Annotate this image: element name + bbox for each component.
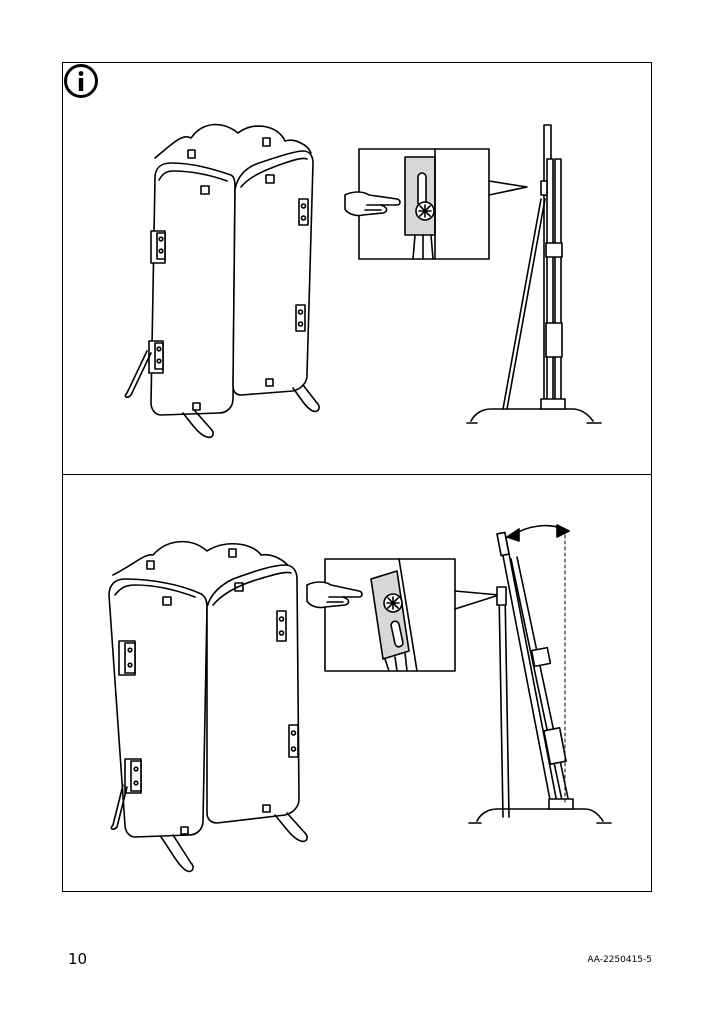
instruction-panel-bottom	[62, 474, 652, 892]
document-code: AA-2250415-5	[587, 955, 652, 965]
page-number: 10	[68, 950, 88, 968]
folding-screen-illustration-top	[124, 123, 602, 439]
info-icon	[64, 64, 98, 98]
folding-screen-illustration-bottom	[108, 524, 612, 873]
instruction-panel-top	[62, 62, 652, 475]
